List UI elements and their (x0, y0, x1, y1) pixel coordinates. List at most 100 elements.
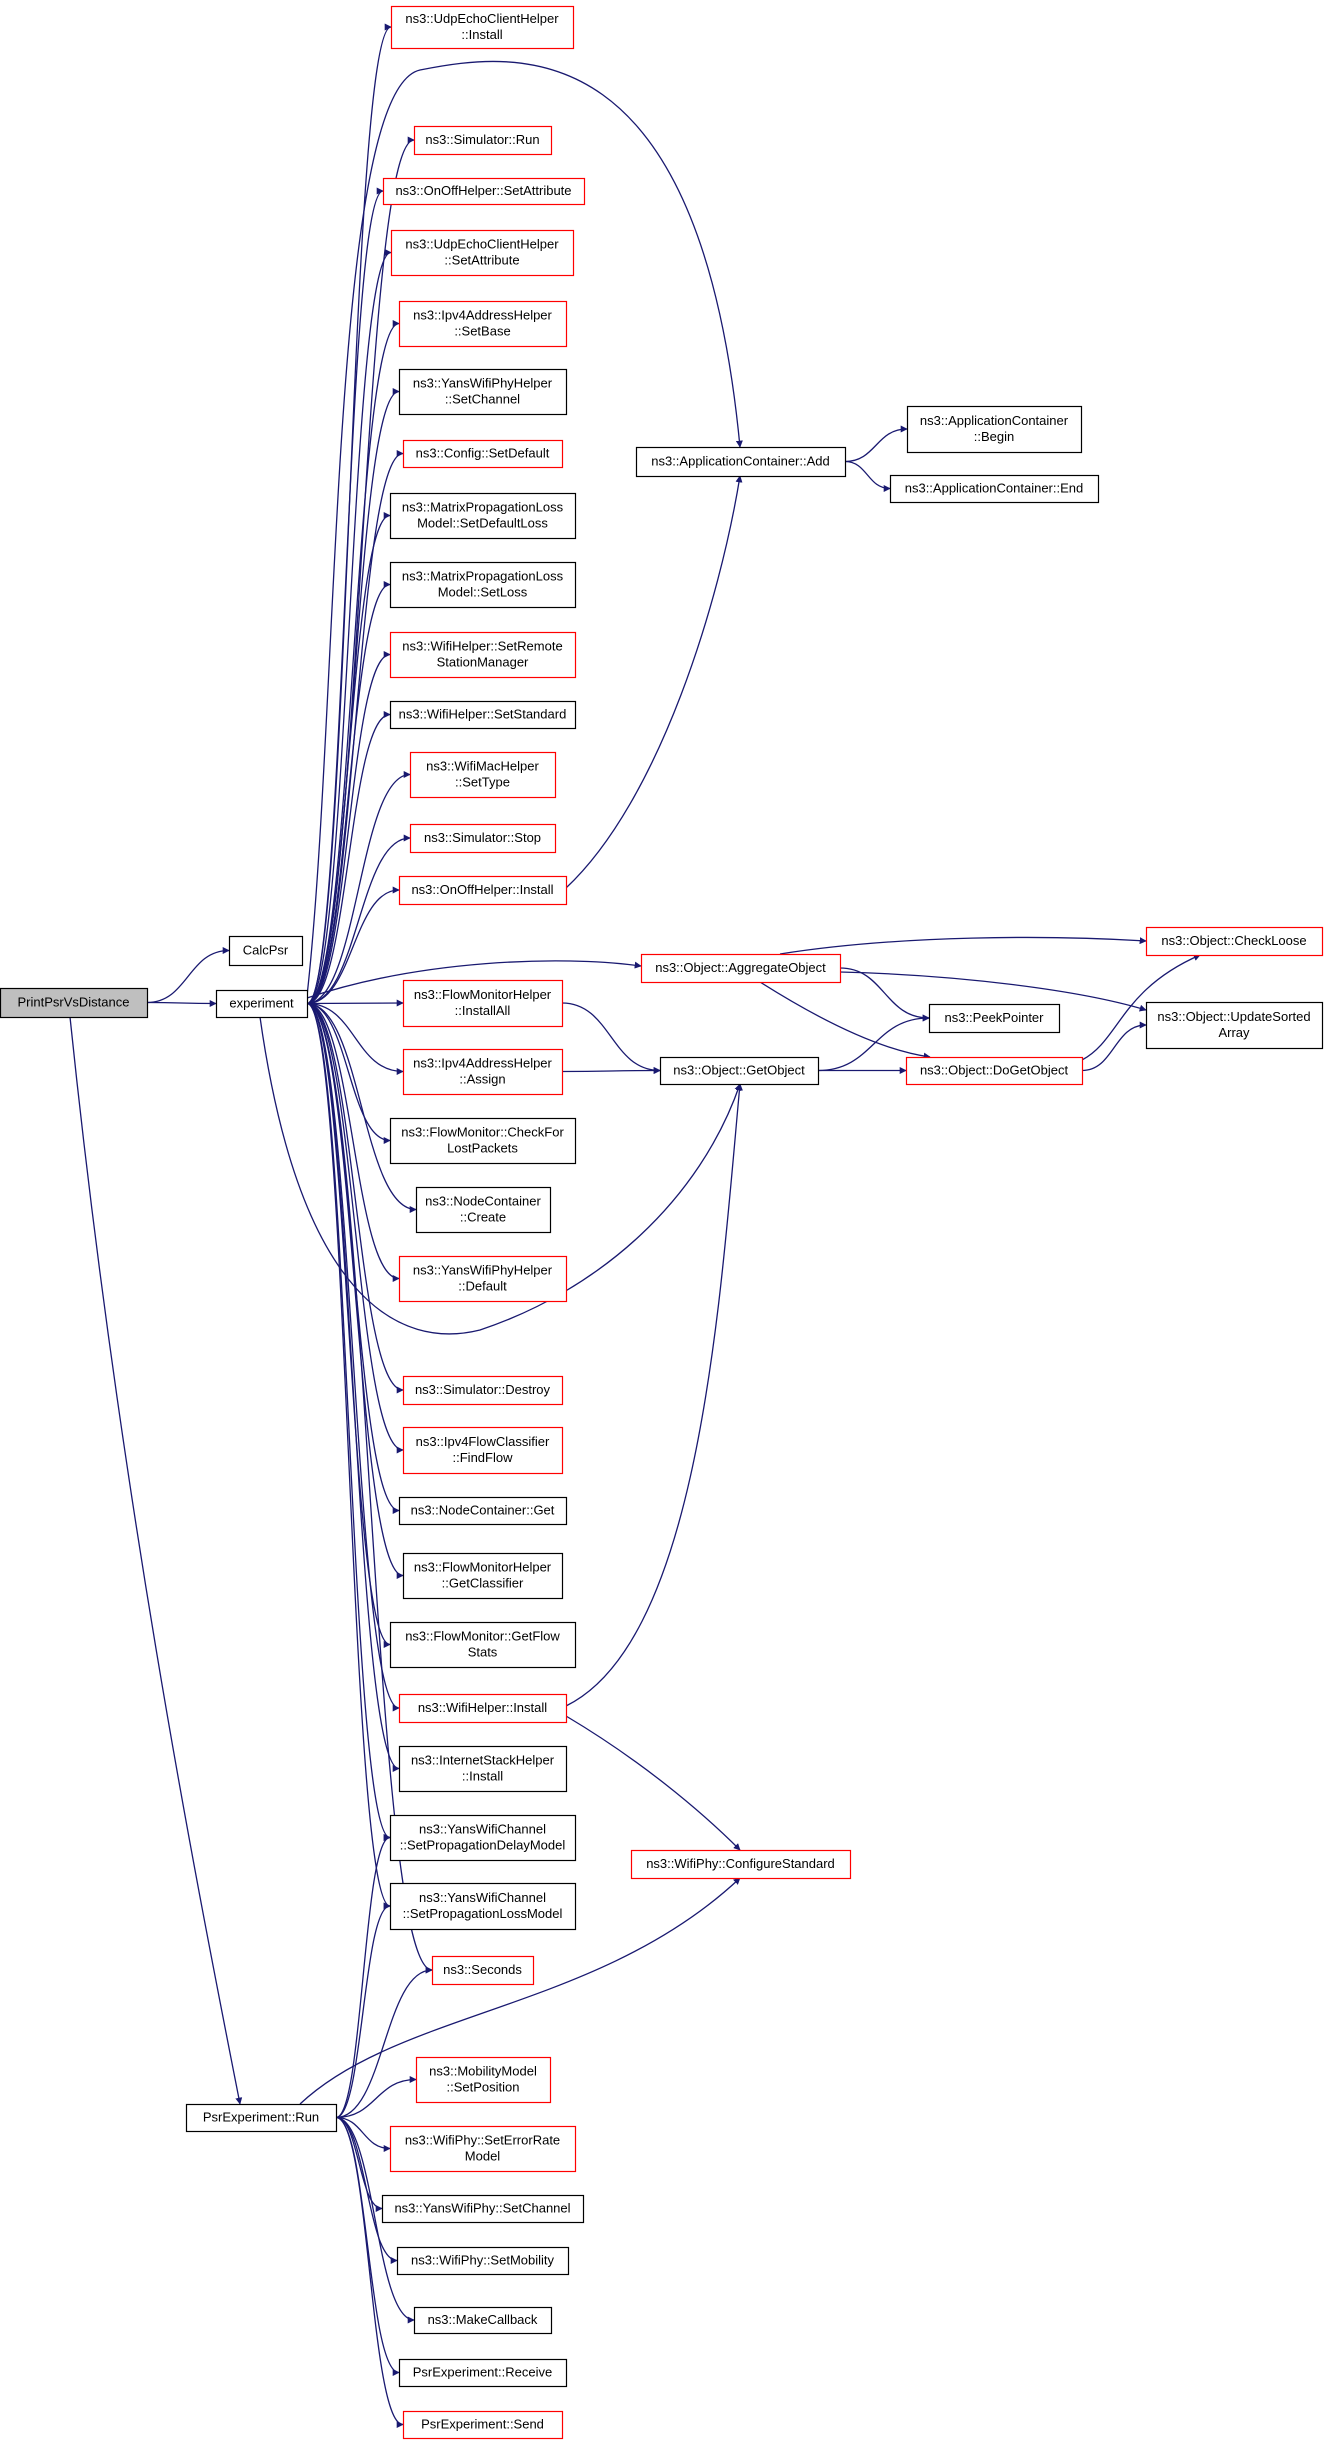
node-label: ::SetPosition (447, 2080, 520, 2095)
node-udpinstall[interactable]: ns3::UdpEchoClientHelper::Install (390, 5, 575, 50)
node-checkloose[interactable]: ns3::Object::CheckLoose (1145, 926, 1324, 957)
node-box (659, 1056, 820, 1086)
node-append[interactable]: ns3::ApplicationContainer::End (889, 474, 1100, 504)
node-psrreceive[interactable]: PsrExperiment::Receive (398, 2358, 568, 2388)
edge-experiment-to-fmgetflowstats (306, 1002, 391, 1648)
edge-psrrun-to-psrsend (335, 2116, 404, 2428)
node-label: ::InstallAll (455, 1003, 511, 1018)
node-box (382, 177, 586, 206)
nodes-layer: PrintPsrVsDistance CalcPsr experimentPsrEx… (0, 5, 1324, 2440)
node-yansphysetchannel[interactable]: ns3::YansWifiPhy::SetChannel (381, 2194, 585, 2224)
node-fmhgetclassifier[interactable]: ns3::FlowMonitorHelper::GetClassifier (402, 1552, 564, 1600)
node-internetinstall[interactable]: ns3::InternetStackHelper::Install (398, 1745, 568, 1793)
node-yanschanloss[interactable]: ns3::YansWifiChannel::SetPropagationLoss… (389, 1882, 577, 1931)
node-seconds[interactable]: ns3::Seconds (431, 1955, 535, 1986)
node-ipv4assign[interactable]: ns3::Ipv4AddressHelper::Assign (402, 1048, 564, 1096)
node-label: ns3::WifiHelper::Install (418, 1700, 547, 1715)
node-yanschandelay[interactable]: ns3::YansWifiChannel::SetPropagationDela… (389, 1814, 577, 1862)
node-onoffinstall[interactable]: ns3::OnOffHelper::Install (398, 875, 568, 906)
node-label: ::SetAttribute (444, 253, 519, 268)
node-udpsetattr[interactable]: ns3::UdpEchoClientHelper::SetAttribute (390, 229, 575, 277)
node-label: ns3::YansWifiChannel (419, 1822, 546, 1837)
node-wifimacsettype[interactable]: ns3::WifiMacHelper::SetType (409, 751, 557, 799)
edge-experiment-to-fmhgetclassifier (306, 1002, 404, 1579)
node-simstop[interactable]: ns3::Simulator::Stop (409, 823, 557, 854)
edge-experiment-to-ipv4setbase (306, 320, 400, 1005)
node-wifiinstall[interactable]: ns3::WifiHelper::Install (398, 1693, 568, 1724)
edge-psrrun-to-mobsetpos (335, 2076, 417, 2119)
node-label: ns3::WifiPhy::ConfigureStandard (646, 1856, 835, 1871)
node-box (185, 2103, 338, 2133)
node-experiment[interactable]: experiment (215, 989, 309, 1019)
node-label: ns3::UdpEchoClientHelper (405, 11, 559, 26)
node-nccreate[interactable]: ns3::NodeContainer::Create (415, 1186, 552, 1234)
node-label: ::Install (461, 27, 502, 42)
node-label: PsrExperiment::Receive (413, 2365, 552, 2380)
node-label: ns3::FlowMonitorHelper (414, 1560, 552, 1575)
node-label: ::Create (460, 1210, 506, 1225)
node-simdestroy[interactable]: ns3::Simulator::Destroy (402, 1375, 564, 1406)
node-label: ns3::Object::GetObject (673, 1063, 805, 1078)
node-wifisetstandard[interactable]: ns3::WifiHelper::SetStandard (389, 700, 577, 730)
node-matrixdefaultloss[interactable]: ns3::MatrixPropagationLossModel::SetDefa… (389, 492, 577, 540)
node-ipv4setbase[interactable]: ns3::Ipv4AddressHelper::SetBase (398, 300, 568, 348)
node-appadd[interactable]: ns3::ApplicationContainer::Add (635, 446, 847, 478)
node-box (413, 2306, 553, 2335)
node-box (398, 1255, 568, 1303)
node-label: experiment (229, 996, 294, 1011)
node-label: ns3::ApplicationContainer (920, 413, 1069, 428)
node-label: ns3::UdpEchoClientHelper (405, 237, 559, 252)
node-fmhinstallall[interactable]: ns3::FlowMonitorHelper::InstallAll (402, 979, 564, 1028)
node-ncget[interactable]: ns3::NodeContainer::Get (398, 1496, 568, 1526)
node-yansdefault[interactable]: ns3::YansWifiPhyHelper::Default (398, 1255, 568, 1303)
edge-appadd-to-append (844, 460, 891, 492)
node-mobsetpos[interactable]: ns3::MobilityModel::SetPosition (415, 2056, 552, 2104)
node-box (398, 875, 568, 906)
node-configstandard[interactable]: ns3::WifiPhy::ConfigureStandard (630, 1849, 852, 1880)
node-label: ns3::MobilityModel (429, 2064, 537, 2079)
node-peekpointer[interactable]: ns3::PeekPointer (928, 1003, 1061, 1034)
node-psrsend[interactable]: PsrExperiment::Send (402, 2410, 564, 2440)
node-label: ::Install (462, 1769, 503, 1784)
node-yanssetchannel[interactable]: ns3::YansWifiPhyHelper::SetChannel (398, 368, 568, 416)
node-box (389, 1814, 577, 1862)
node-label: ns3::YansWifiPhyHelper (413, 1263, 553, 1278)
node-box (389, 700, 577, 730)
node-label: ns3::WifiPhy::SetMobility (411, 2253, 555, 2268)
node-makecallback[interactable]: ns3::MakeCallback (413, 2306, 553, 2335)
node-label: ns3::MatrixPropagationLoss (402, 500, 564, 515)
edge-psrrun-to-wifiphyerr (335, 2116, 391, 2152)
node-root[interactable]: PrintPsrVsDistance (0, 987, 149, 1019)
edge-experiment-to-simdestroy (306, 1002, 404, 1394)
node-simrun[interactable]: ns3::Simulator::Run (413, 125, 553, 156)
node-psrrun[interactable]: PsrExperiment::Run (185, 2103, 338, 2133)
node-wifiphysetmob[interactable]: ns3::WifiPhy::SetMobility (396, 2246, 570, 2276)
node-label: Model::SetLoss (438, 585, 528, 600)
node-calcpsr[interactable]: CalcPsr (228, 935, 304, 967)
node-ipv4findflow[interactable]: ns3::Ipv4FlowClassifier::FindFlow (402, 1426, 564, 1475)
edge-experiment-to-matrixdefaultloss (306, 512, 391, 1005)
node-onoffsetattr[interactable]: ns3::OnOffHelper::SetAttribute (382, 177, 586, 206)
node-label: ::Assign (459, 1072, 505, 1087)
node-label: ns3::NodeContainer (425, 1194, 541, 1209)
edge-root-to-psrrun (69, 1016, 243, 2105)
node-dogetobject[interactable]: ns3::Object::DoGetObject (905, 1056, 1084, 1086)
edge-ipv4assign-to-getobject (561, 1067, 661, 1075)
node-label: ns3::Object::DoGetObject (920, 1063, 1069, 1078)
node-label: ns3::Object::AggregateObject (655, 960, 826, 975)
edge-experiment-to-wifimacsettype (306, 771, 411, 1005)
edge-experiment-to-wifisetstandard (306, 711, 391, 1005)
node-appbegin[interactable]: ns3::ApplicationContainer::Begin (906, 405, 1083, 454)
node-getobject[interactable]: ns3::Object::GetObject (659, 1056, 820, 1086)
node-configsetdefault[interactable]: ns3::Config::SetDefault (402, 439, 564, 469)
node-label: ns3::ApplicationContainer::End (905, 481, 1084, 496)
node-label: ::SetPropagationDelayModel (400, 1838, 566, 1853)
node-aggregate[interactable]: ns3::Object::AggregateObject (640, 953, 842, 984)
edge-experiment-to-nccreate (306, 1002, 417, 1213)
